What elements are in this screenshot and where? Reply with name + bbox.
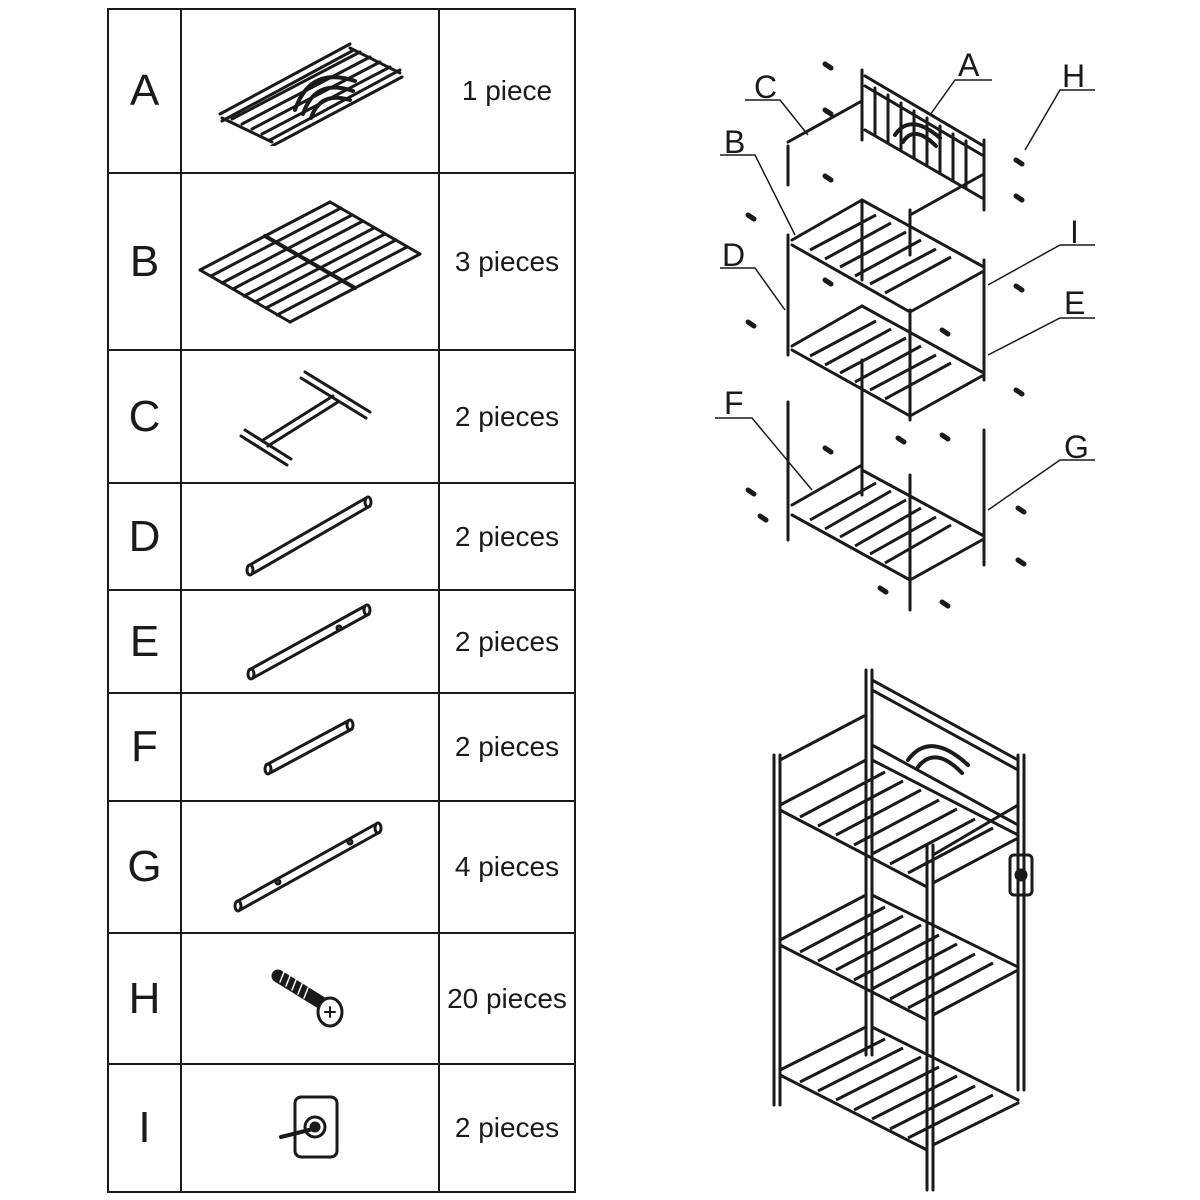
lower-shelf-part xyxy=(786,358,986,612)
part-row-g: G 4 pieces xyxy=(107,800,576,934)
part-picture xyxy=(180,482,440,591)
part-quantity: 2 pieces xyxy=(438,482,576,591)
part-letter: I xyxy=(107,1063,182,1193)
part-row-a: A 1 piece xyxy=(107,8,576,174)
part-letter: G xyxy=(107,800,182,934)
callout-d: D xyxy=(722,237,745,273)
part-letter: A xyxy=(107,8,182,174)
handle-rail-icon xyxy=(239,370,372,467)
part-picture xyxy=(180,172,440,351)
long-tube-icon xyxy=(245,495,373,577)
part-picture xyxy=(180,800,440,934)
back-panel-icon xyxy=(218,42,404,146)
parts-table: A 1 piece xyxy=(107,8,576,1193)
part-picture xyxy=(180,932,440,1065)
callout-b: B xyxy=(724,124,745,160)
part-picture xyxy=(180,692,440,802)
callout-h: H xyxy=(1062,58,1085,94)
callout-f: F xyxy=(724,385,744,421)
part-row-e: E 2 pieces xyxy=(107,589,576,694)
part-row-d: D 2 pieces xyxy=(107,482,576,591)
part-picture xyxy=(180,349,440,484)
part-row-i: I 2 pieces xyxy=(107,1063,576,1193)
part-picture xyxy=(180,8,440,174)
assembled-rack-diagram xyxy=(772,668,1034,1192)
callout-e: E xyxy=(1064,285,1085,321)
part-letter: B xyxy=(107,172,182,351)
screw-icon xyxy=(271,969,344,1027)
part-row-b: B 3 pieces xyxy=(107,172,576,351)
part-picture xyxy=(180,1063,440,1193)
part-quantity: 2 pieces xyxy=(438,589,576,694)
part-row-c: C 2 pieces xyxy=(107,349,576,484)
long-tube-icon xyxy=(246,603,371,680)
callout-g: G xyxy=(1064,429,1089,465)
short-tube-icon xyxy=(263,718,355,776)
part-letter: F xyxy=(107,692,182,802)
part-quantity: 2 pieces xyxy=(438,349,576,484)
callout-a: A xyxy=(958,50,980,83)
callout-i: I xyxy=(1070,214,1079,250)
part-quantity: 20 pieces xyxy=(438,932,576,1065)
exploded-view-diagram: A C H B I D E F G xyxy=(715,50,1095,612)
part-quantity: 2 pieces xyxy=(438,692,576,802)
long-tube-icon xyxy=(233,821,383,912)
part-row-h: H 20 pieces xyxy=(107,932,576,1065)
upper-shelf-part xyxy=(786,198,986,422)
part-quantity: 4 pieces xyxy=(438,800,576,934)
part-letter: E xyxy=(107,589,182,694)
part-letter: H xyxy=(107,932,182,1065)
callout-c: C xyxy=(754,69,777,105)
part-quantity: 3 pieces xyxy=(438,172,576,351)
part-picture xyxy=(180,589,440,694)
shelf-grid-icon xyxy=(198,200,422,323)
part-quantity: 1 piece xyxy=(438,8,576,174)
wall-hook-icon xyxy=(279,1095,339,1158)
part-letter: C xyxy=(107,349,182,484)
back-panel-part xyxy=(860,68,986,212)
part-row-f: F 2 pieces xyxy=(107,692,576,802)
part-letter: D xyxy=(107,482,182,591)
part-quantity: 2 pieces xyxy=(438,1063,576,1193)
